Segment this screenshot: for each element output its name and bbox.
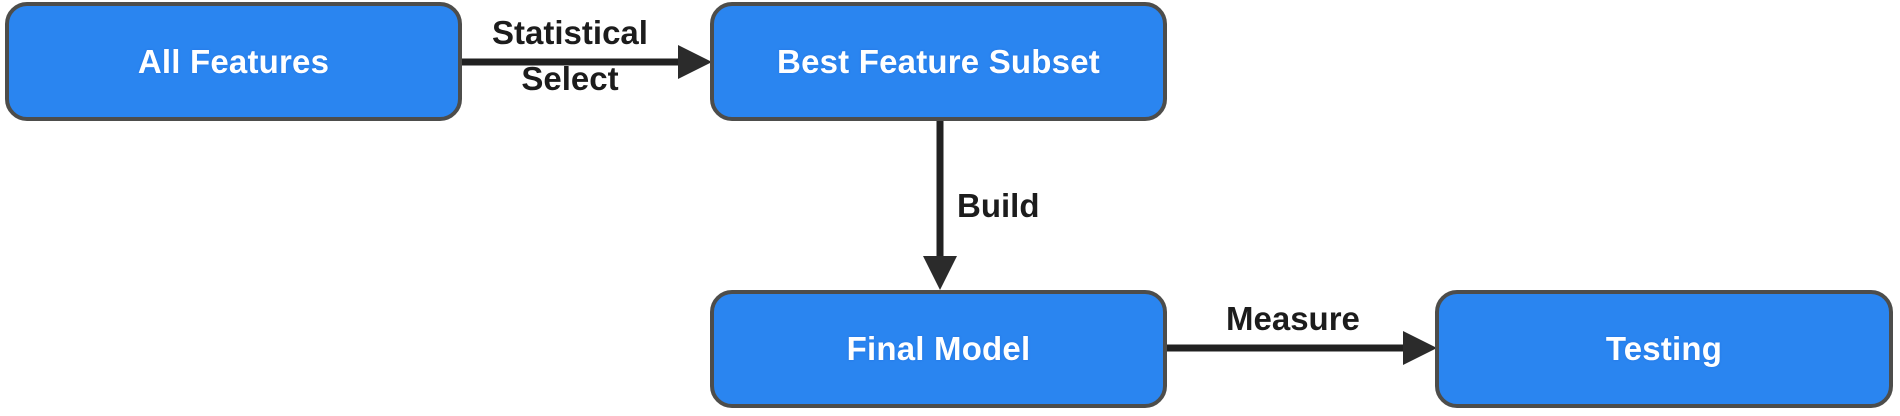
- edge-label-statistical-select: Statistical Select: [455, 14, 685, 97]
- node-testing: Testing: [1435, 290, 1893, 408]
- node-final-model: Final Model: [710, 290, 1167, 408]
- node-best-feature-subset: Best Feature Subset: [710, 2, 1167, 121]
- node-all-features: All Features: [5, 2, 462, 121]
- arrow-build: [923, 121, 957, 290]
- node-testing-label: Testing: [1605, 330, 1723, 367]
- edge-label-measure: Measure: [1226, 300, 1360, 337]
- edge-label-statistical-select-line2: Select: [521, 59, 619, 97]
- node-all-features-label: All Features: [137, 42, 330, 80]
- node-final-model-label: Final Model: [846, 330, 1031, 367]
- edge-label-build: Build: [957, 187, 1040, 224]
- node-best-feature-subset-label: Best Feature Subset: [777, 42, 1100, 80]
- edge-label-statistical-select-line1: Statistical: [492, 14, 648, 51]
